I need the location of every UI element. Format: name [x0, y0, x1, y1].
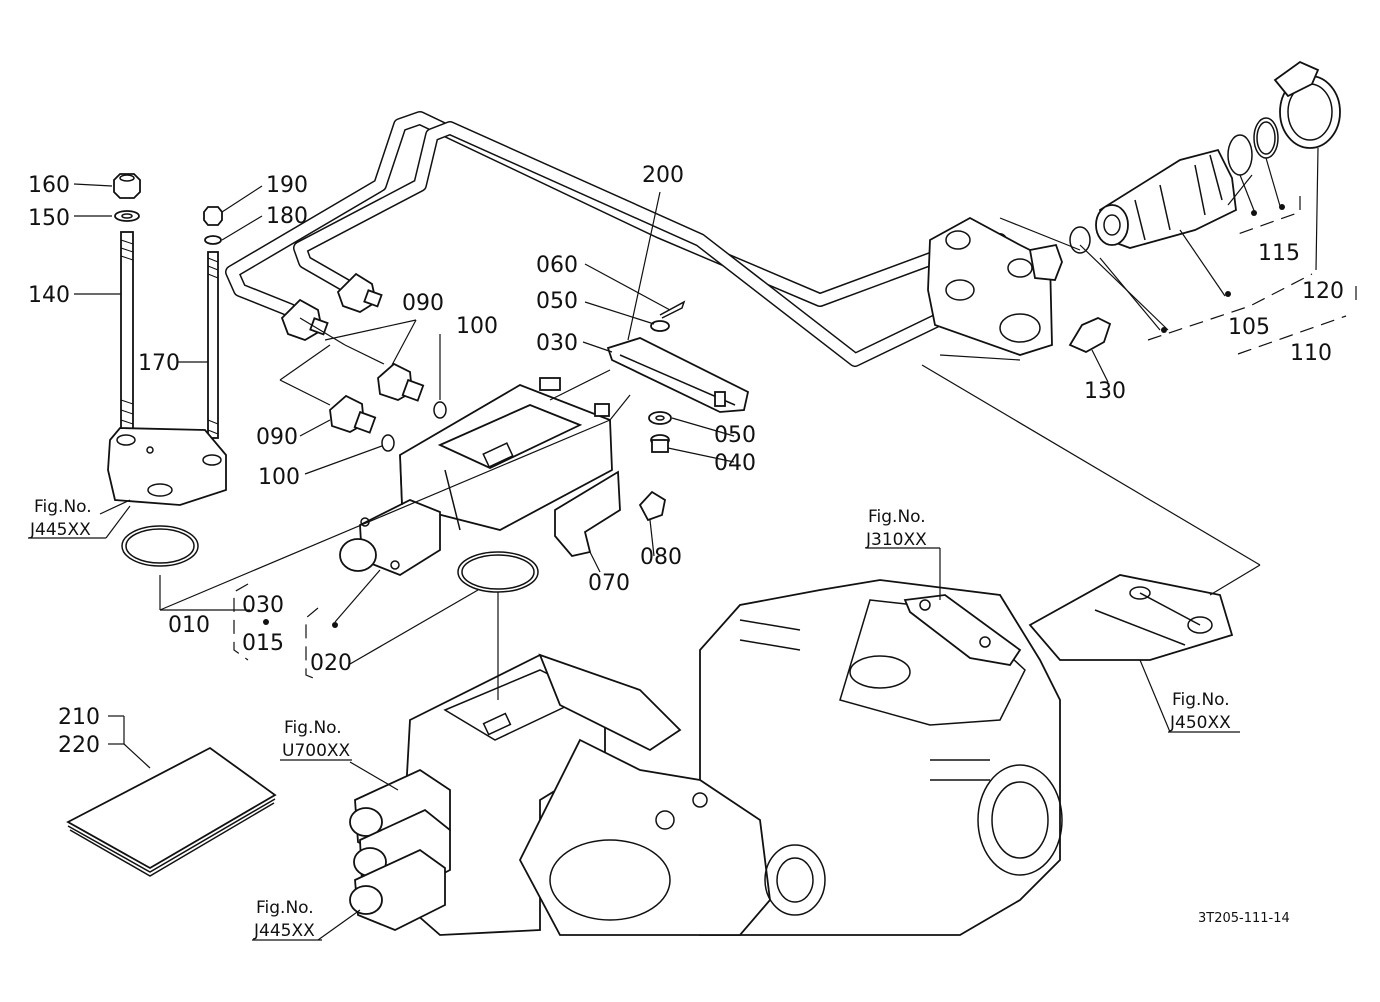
leader-lines	[73, 147, 1319, 941]
washer-150	[114, 210, 140, 222]
label-220: 220	[58, 733, 100, 758]
flange-block	[927, 216, 1063, 356]
adapter-090-upper	[377, 362, 425, 402]
pin-040	[650, 434, 670, 453]
part-labels: 160 150 140 170 190 180 200 060 050 030 …	[28, 163, 1344, 758]
figref-j445-top-title: Fig.No.	[34, 497, 92, 517]
label-050-bottom: 050	[714, 423, 756, 448]
label-115: 115	[1258, 241, 1300, 266]
stud-140	[120, 231, 134, 438]
figref-j310-code: J310XX	[865, 530, 927, 550]
label-210: 210	[58, 705, 100, 730]
lower-valve-assembly	[349, 653, 826, 936]
label-090-lower: 090	[256, 425, 298, 450]
mounting-plate	[107, 427, 227, 506]
control-valve	[339, 377, 613, 577]
figure-references: Fig.No. J445XX Fig.No. J310XX Fig.No. J4…	[29, 497, 1231, 941]
pipe-fitting-right	[336, 272, 383, 313]
washer-180	[204, 235, 222, 245]
drawing-code: 3T205-111-14	[1198, 911, 1290, 926]
label-180: 180	[266, 204, 308, 229]
label-200: 200	[642, 163, 684, 188]
cotter-pin-060	[659, 300, 686, 319]
label-010: 010	[168, 613, 210, 638]
bracket-070	[554, 470, 621, 557]
label-190: 190	[266, 173, 308, 198]
o-ring-020	[457, 551, 539, 593]
label-140: 140	[28, 283, 70, 308]
reference-dots	[263, 204, 1285, 628]
label-160: 160	[28, 173, 70, 198]
o-ring-115-inner	[1227, 134, 1253, 176]
figref-j310-title: Fig.No.	[868, 507, 926, 527]
figref-j445-bottom-title: Fig.No.	[256, 898, 314, 918]
label-090-upper: 090	[402, 291, 444, 316]
label-100-lower: 100	[258, 465, 300, 490]
hydraulic-pipes	[225, 111, 1047, 367]
figref-u700-title: Fig.No.	[284, 718, 342, 738]
o-ring-plate	[121, 525, 199, 567]
figref-underlines	[28, 505, 1240, 941]
plug-080	[638, 490, 667, 522]
figref-j450-title: Fig.No.	[1172, 690, 1230, 710]
label-150: 150	[28, 206, 70, 231]
label-070: 070	[588, 571, 630, 596]
washer-050-bottom	[648, 411, 672, 425]
stud-170	[207, 251, 219, 439]
o-ring-100-upper	[433, 401, 447, 419]
nut-190	[203, 206, 223, 226]
adapter-090-lower	[329, 394, 377, 434]
pipe-fitting-left	[280, 298, 329, 341]
label-060: 060	[536, 253, 578, 278]
figref-j445-bottom-code: J445XX	[253, 921, 315, 941]
label-170: 170	[138, 351, 180, 376]
label-020: 020	[310, 651, 352, 676]
label-100-upper: 100	[456, 314, 498, 339]
figref-u700-code: U700XX	[282, 741, 351, 761]
o-ring-100-lower	[381, 434, 395, 452]
label-105: 105	[1228, 315, 1270, 340]
figref-j445-top-code: J445XX	[29, 520, 91, 540]
label-030-top: 030	[536, 331, 578, 356]
assembly-brackets	[233, 196, 1357, 681]
figref-j450-code: J450XX	[1169, 713, 1231, 733]
label-030-assembly: 030	[242, 593, 284, 618]
clamp-120	[1273, 60, 1341, 149]
transmission-housing	[699, 574, 1234, 936]
cylinder-105	[1095, 148, 1237, 249]
fitting-130	[1068, 317, 1112, 354]
manual-book	[66, 746, 277, 877]
label-040: 040	[714, 451, 756, 476]
o-ring-105	[1069, 226, 1091, 254]
nut-160	[113, 173, 141, 199]
label-120: 120	[1302, 279, 1344, 304]
washer-050-top	[650, 320, 670, 332]
label-110: 110	[1290, 341, 1332, 366]
label-015: 015	[242, 631, 284, 656]
label-050-top: 050	[536, 289, 578, 314]
label-130: 130	[1084, 379, 1126, 404]
o-ring-115-outer	[1253, 117, 1279, 159]
lever-030	[606, 337, 750, 413]
label-080: 080	[640, 545, 682, 570]
